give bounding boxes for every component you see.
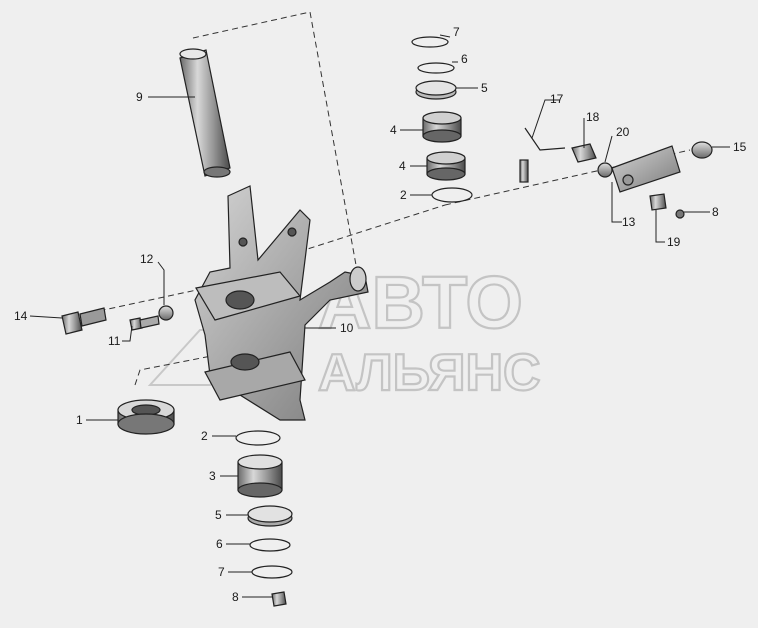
callout-17: 17: [550, 92, 564, 106]
callout-19: 19: [667, 235, 681, 249]
callout-18: 18: [586, 110, 600, 124]
lower-stack: [117, 399, 293, 607]
callout-4-first: 4: [390, 123, 397, 137]
callout-15: 15: [733, 140, 747, 154]
callout-20: 20: [616, 125, 630, 139]
upper-stack: [411, 36, 473, 203]
callout-6-upper: 6: [461, 52, 468, 66]
king-pin-part: [179, 48, 231, 178]
callout-5-upper: 5: [481, 81, 488, 95]
callout-5-lower: 5: [215, 508, 222, 522]
callout-3: 3: [209, 469, 216, 483]
watermark: АВТО АЛЬЯНС: [147, 260, 542, 403]
bolts: [61, 305, 174, 335]
callout-12: 12: [140, 252, 154, 266]
callout-14: 14: [14, 309, 28, 323]
callout-8-right: 8: [712, 205, 719, 219]
watermark-line2: АЛЬЯНС: [318, 344, 541, 402]
lower-axis-line: [134, 351, 233, 386]
callout-2-upper: 2: [400, 188, 407, 202]
leader-lines: [29, 34, 730, 598]
callout-7-lower: 7: [218, 565, 225, 579]
callout-4-second: 4: [399, 159, 406, 173]
callout-9: 9: [136, 90, 143, 104]
upper-axis-line: [444, 149, 691, 206]
callout-13: 13: [622, 215, 636, 229]
pin-axis-line: [192, 11, 357, 266]
callout-1: 1: [76, 413, 83, 427]
callout-7-upper: 7: [453, 25, 460, 39]
callout-11: 11: [108, 334, 121, 348]
callout-6-lower: 6: [216, 537, 223, 551]
callout-2-lower: 2: [201, 429, 208, 443]
callout-10: 10: [340, 321, 354, 335]
callout-labels: 7 6 5 4 4 2 9 17 18 20 15 13 8 19 12 14 …: [14, 25, 747, 604]
callout-8-lower: 8: [232, 590, 239, 604]
steering-knuckle-body: [194, 185, 369, 421]
lever-assembly: [519, 127, 713, 219]
